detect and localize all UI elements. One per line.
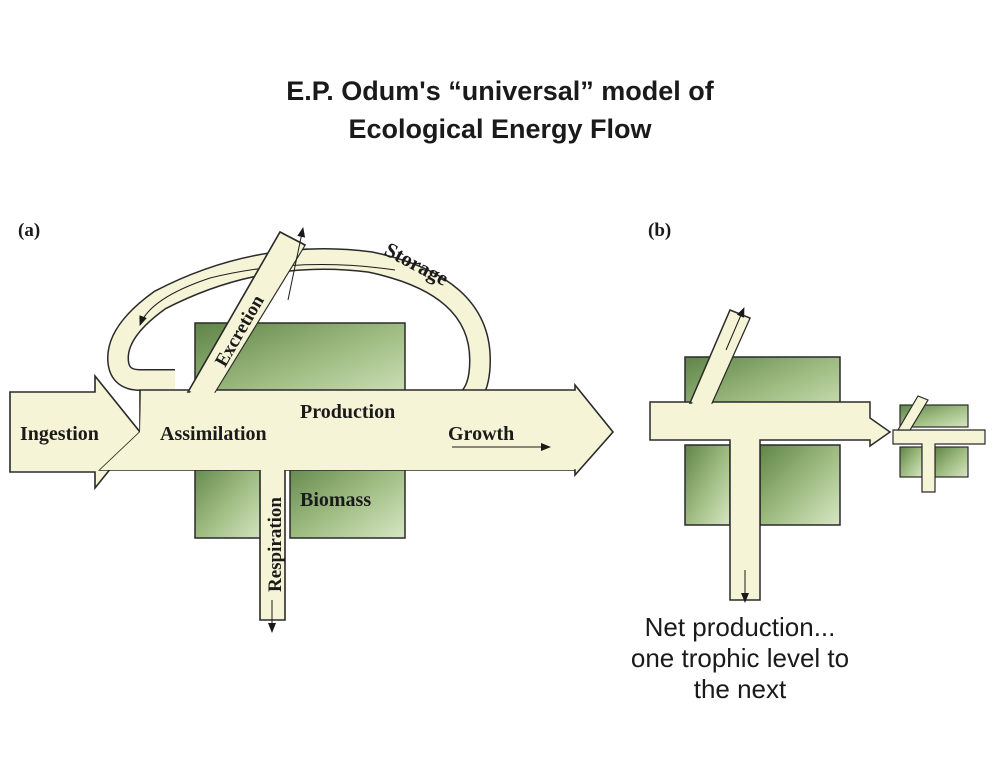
title-line-2: Ecological Energy Flow bbox=[348, 114, 652, 144]
net-production-caption: Net production... one trophic level to t… bbox=[560, 612, 920, 705]
title-line-1: E.P. Odum's “universal” model of bbox=[286, 76, 714, 106]
panel-a: (a) Ingestion Assimilation Production Gr… bbox=[9, 220, 615, 633]
growth-label: Growth bbox=[448, 423, 514, 445]
b-box-bottom-right bbox=[759, 444, 841, 526]
page-title: E.P. Odum's “universal” model of Ecologi… bbox=[0, 72, 1000, 148]
biomass-box-bottom-right bbox=[289, 459, 406, 539]
assimilation-label: Assimilation bbox=[160, 423, 267, 445]
caption-line-1: Net production... bbox=[644, 612, 836, 642]
ingestion-label: Ingestion bbox=[20, 423, 99, 445]
biomass-label: Biomass bbox=[300, 489, 371, 511]
b-box-bottom-left bbox=[684, 444, 731, 526]
panel-b-label: (b) bbox=[648, 220, 671, 241]
excretion-arrow bbox=[287, 227, 306, 301]
caption-line-3: the next bbox=[693, 674, 787, 704]
production-label: Production bbox=[300, 401, 395, 423]
next-trophic-level bbox=[892, 395, 986, 493]
b-excretion-arrow bbox=[725, 307, 745, 351]
panel-a-label: (a) bbox=[18, 220, 40, 241]
storage-arrow-line bbox=[139, 264, 396, 326]
caption-line-2: one trophic level to bbox=[630, 643, 850, 673]
biomass-box-bottom-left bbox=[194, 459, 266, 539]
panel-b: (b) bbox=[648, 220, 986, 603]
respiration-label: Respiration bbox=[265, 497, 286, 592]
